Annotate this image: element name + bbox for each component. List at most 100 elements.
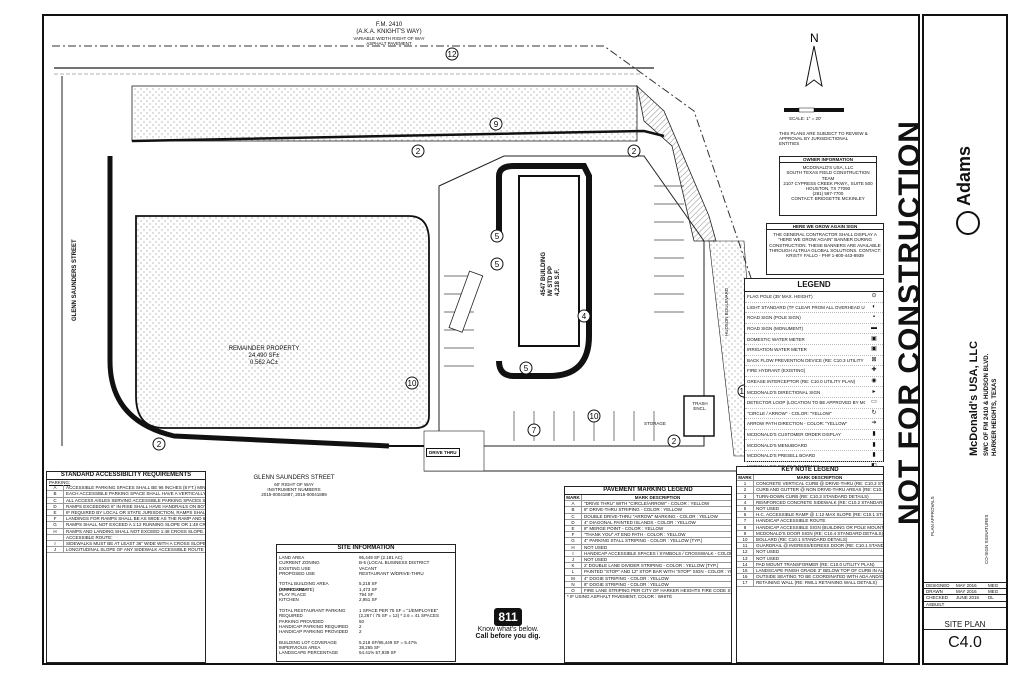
legend-symbol-icon: ⊠: [871, 356, 877, 363]
site-info-value: 95,449 SF (2.191 AC): [359, 555, 403, 560]
legend-item-label: BACK FLOW PREVENTION DEVICE (RE: C10.3 U…: [747, 357, 865, 363]
legend-item: MCDONALD'S CUSTOMER ORDER DISPLAY▮: [745, 430, 883, 441]
keynote-mark: 1: [737, 481, 754, 487]
pavement-title: PAVEMENT MARKING LEGEND: [565, 487, 731, 495]
remainder-ac: 0.562 AC±: [250, 360, 278, 366]
pavement-desc: "THANK YOU" AT END PATH - COLOR : YELLOW: [584, 532, 686, 538]
keynote-title: KEY NOTE LEGEND: [737, 467, 883, 475]
owner-line: 2107 CYPRESS CREEK PKWY., SUITE 500: [783, 180, 873, 186]
keynote-mark: 11: [737, 543, 754, 549]
accessibility-desc: RAMPS EXCEEDING 6" IN RISE SHALL HAVE HA…: [66, 503, 205, 509]
legend-item-label: GREASE INTERCEPTOR (RE: C10.0 UTILITY PL…: [747, 378, 856, 384]
accessibility-desc: RAMPS SHALL NOT EXCEED A 1:12 RUNNING SL…: [66, 522, 205, 528]
legend-item-label: FLAG POLE (35' MAX. HEIGHT): [747, 294, 813, 300]
site-info-value: 2: [359, 629, 362, 635]
bottom-road-row: 60' RIGHT OF WAY: [274, 482, 314, 487]
legend-item: MCDONALD'S PRESELL BOARD▮: [745, 451, 883, 462]
keynote-mark: 8: [737, 524, 754, 530]
accessibility-mark: [47, 534, 64, 541]
bottom-road-name: GLENN SAUNDERS STREET: [253, 475, 335, 481]
site-info-value: 50: [359, 618, 365, 624]
pavement-desc: 8" DRIVE-THRU STRIPING - COLOR : YELLOW: [584, 507, 683, 513]
legend-item: FIRE HYDRANT (EXISTING)✚: [745, 366, 883, 377]
keynote-mark: 14: [737, 561, 754, 568]
keynote-desc: CURB AND GUTTER @ NON DRIVE-THRU AREAS (…: [756, 487, 883, 493]
pavement-mark: N: [565, 581, 582, 588]
keynote-mark: 10: [737, 537, 754, 543]
site-info-label: PARKING PROVIDED: [279, 618, 324, 624]
logo-811-number: 811: [494, 608, 522, 626]
pavement-mark: F: [565, 532, 582, 538]
svg-text:5: 5: [495, 232, 500, 241]
legend-item-label: MCDONALD'S DIRECTIONAL SIGN: [747, 389, 821, 395]
pavement-desc: 4" DIAGONAL PAINTED ISLANDS - COLOR : YE…: [584, 519, 696, 525]
pavement-desc: 8" MERGE POINT - COLOR : YELLOW: [584, 526, 664, 532]
accessibility-desc: SIDEWALKS MUST BE AT LEAST 36" WIDE WITH…: [66, 541, 205, 547]
site-info-value: 2,951 SF: [359, 597, 378, 603]
accessibility-desc: ACCESSIBLE ROUTE:: [66, 534, 113, 540]
pavement-mark: J: [565, 557, 582, 563]
accessibility-mark: G: [47, 522, 64, 528]
date-initials: MEG: [988, 583, 999, 588]
legend-symbol-icon: ▣: [871, 335, 877, 342]
bottom-road-label: GLENN SAUNDERS STREET 60' RIGHT OF WAY I…: [234, 475, 354, 498]
legend-symbol-icon: ➔: [871, 420, 877, 427]
site-info-title: SITE INFORMATION: [277, 545, 455, 553]
site-info-label: TOTAL RESTAURANT PARKING REQUIRED: [279, 607, 346, 619]
accessibility-mark: I: [47, 541, 64, 547]
accessibility-desc: LANDINGS FOR RAMPS SHALL BE AS WIDE AS T…: [66, 516, 205, 522]
legend-item: FLAG POLE (35' MAX. HEIGHT)⊙: [745, 292, 883, 303]
date-row: DESIGNED MAY 2016 MEG: [924, 582, 1006, 590]
bottom-road-inst: INSTRUMENT NUMBERS: [267, 487, 321, 493]
date-value: MAY 2016: [956, 589, 977, 595]
pavement-desc: PAINTED "STOP" AND 12" STOP BAR WITH "ST…: [584, 569, 731, 575]
project-line1: SWC OF FM 2410 & HUDSON BLVD.: [984, 353, 990, 456]
plan-approvals: PLAN APPROVALS: [930, 496, 935, 536]
legend-symbol-icon: ▪: [872, 314, 876, 321]
accessibility-desc: LONGITUDINAL SLOPE OF ANY SIDEWALK ACCES…: [66, 547, 205, 553]
keynote-desc: HANDICAP ACCESSIBLE ROUTE: [756, 518, 826, 524]
pavement-mark: H: [565, 544, 582, 550]
keynote-mark: 2: [737, 487, 754, 493]
pavement-footnote: * IF USING ASPHALT PAVEMENT, COLOR : WHI…: [567, 594, 673, 600]
svg-text:5: 5: [495, 260, 500, 269]
pavement-mark: O: [565, 588, 582, 594]
site-info-value: (2,267 / 75 SF = 12) * 2.6 = 41 SPACES: [359, 613, 439, 619]
legend-item-label: DOMESTIC WATER METER: [747, 336, 805, 342]
firm-logo-icon: [956, 211, 980, 235]
site-info-label: IMPERVIOUS AREA: [279, 645, 321, 651]
accessibility-desc: IF REQUIRED BY LOCAL OR STATE JURISDICTI…: [66, 510, 205, 516]
legend-item: ROAD SIGN (POLE SIGN)▪: [745, 313, 883, 324]
legend-symbol-icon: ▬: [871, 324, 877, 331]
accessibility-desc: EACH ACCESSIBLE PARKING SPACE SHALL HAVE…: [66, 491, 205, 497]
pavement-list: A"DRIVE THRU" WITH "CIRCLE/ARROW" - COLO…: [565, 501, 731, 595]
drive-thru-curb: [496, 163, 592, 379]
keynote-mark: 15: [737, 568, 754, 574]
site-info-label: BUILDING LOT COVERAGE: [279, 639, 337, 645]
svg-text:7: 7: [532, 426, 537, 435]
bottom-road-nums: 2015-00041887, 2015-00041889: [261, 492, 327, 498]
keynote-desc: REINFORCED CONCRETE SIDEWALK (RE: C10.2 …: [756, 499, 883, 505]
pavement-col-desc: MARK DESCRIPTION: [634, 495, 681, 500]
legend-item: LIGHT STANDARD (TF CLEAR FROM ALL OVERHE…: [745, 303, 883, 314]
grow-again-text: THE GENERAL CONTRACTOR SHALL DISPLAY A "…: [769, 232, 881, 259]
pavement-desc: "DRIVE THRU" WITH "CIRCLE/ARROW" - COLOR…: [584, 501, 710, 507]
keynote-desc: LANDSCAPE FINISH GRADE 3" BELOW TOP OF C…: [756, 568, 883, 574]
date-initials: MEG: [988, 589, 999, 595]
